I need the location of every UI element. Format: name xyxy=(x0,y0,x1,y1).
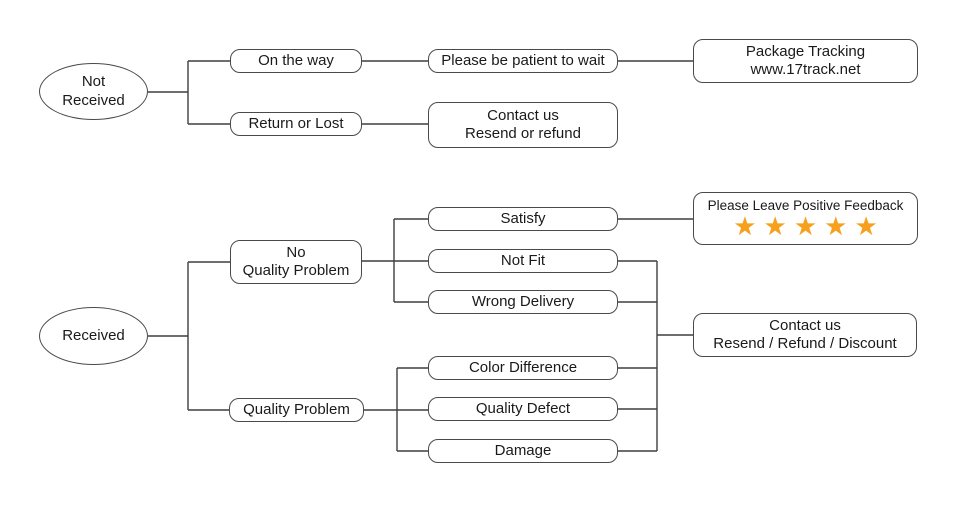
node-quality-defect: Quality Defect xyxy=(428,397,618,421)
node-please-be-patient: Please be patient to wait xyxy=(428,49,618,73)
node-not-fit-label: Not Fit xyxy=(500,251,546,269)
node-satisfy-label: Satisfy xyxy=(500,209,546,227)
node-satisfy: Satisfy xyxy=(428,207,618,231)
node-no-quality-problem-label: No Quality Problem xyxy=(242,243,350,279)
node-package-tracking-label: Package Tracking www.17track.net xyxy=(745,42,866,78)
node-package-tracking: Package Tracking www.17track.net xyxy=(693,39,918,83)
node-received-label: Received xyxy=(62,326,125,344)
connector-path xyxy=(148,60,693,452)
five-star-rating-icon: ★★★★★ xyxy=(733,211,885,242)
node-contact-us-resend-refund-discount-label: Contact us Resend / Refund / Discount xyxy=(713,316,897,352)
node-color-difference: Color Difference xyxy=(428,356,618,380)
node-color-difference-label: Color Difference xyxy=(468,358,578,376)
node-received: Received xyxy=(39,307,148,365)
node-please-be-patient-label: Please be patient to wait xyxy=(441,51,605,69)
node-positive-feedback: Please Leave Positive Feedback ★★★★★ xyxy=(693,192,918,245)
node-return-or-lost-label: Return or Lost xyxy=(248,114,344,132)
node-not-received-label: Not Received xyxy=(62,73,125,109)
node-quality-problem: Quality Problem xyxy=(229,398,364,422)
node-contact-us-resend-refund-discount: Contact us Resend / Refund / Discount xyxy=(693,313,917,357)
node-contact-us-resend-refund: Contact us Resend or refund xyxy=(428,102,618,148)
node-not-received: Not Received xyxy=(39,63,148,120)
node-wrong-delivery: Wrong Delivery xyxy=(428,290,618,314)
node-quality-problem-label: Quality Problem xyxy=(243,400,350,418)
node-not-fit: Not Fit xyxy=(428,249,618,273)
node-damage-label: Damage xyxy=(494,441,552,459)
node-no-quality-problem: No Quality Problem xyxy=(230,240,362,284)
node-damage: Damage xyxy=(428,439,618,463)
node-contact-us-resend-refund-label: Contact us Resend or refund xyxy=(465,106,581,142)
node-on-the-way-label: On the way xyxy=(258,51,334,69)
node-return-or-lost: Return or Lost xyxy=(230,112,362,136)
node-positive-feedback-label: Please Leave Positive Feedback xyxy=(707,197,904,213)
node-wrong-delivery-label: Wrong Delivery xyxy=(471,292,575,310)
node-quality-defect-label: Quality Defect xyxy=(475,399,571,417)
node-on-the-way: On the way xyxy=(230,49,362,73)
